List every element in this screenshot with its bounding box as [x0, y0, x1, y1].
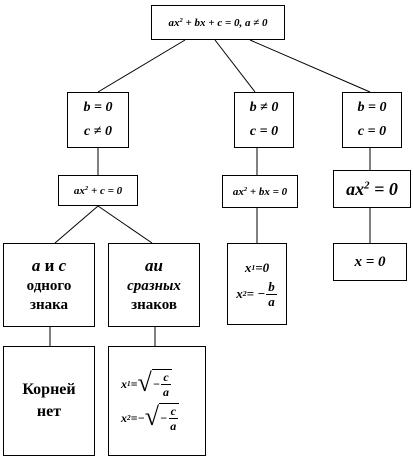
- fraction-numerator-b: b: [266, 278, 277, 295]
- root-diff-x2-var: x: [121, 410, 127, 425]
- eq-b-only-rest: + bx = 0: [247, 185, 288, 198]
- same-sign-line1: a и c: [32, 255, 66, 277]
- radical-sign-icon: √: [144, 402, 159, 431]
- case-c-only-line2: c ≠ 0: [84, 124, 112, 139]
- root-b-x2-eq: = −: [246, 286, 266, 301]
- diff-sign-box: аи сразных знаков: [108, 243, 200, 327]
- eq-c-only-exponent: 2: [84, 184, 89, 192]
- root-diff-x2-sign: −: [137, 410, 145, 425]
- connector-root-to-b-case: [214, 39, 256, 93]
- root-both-zero-box: x = 0: [333, 243, 407, 281]
- eq-c-only-lhs: ax: [73, 184, 85, 197]
- no-roots-line1: Корней: [22, 381, 76, 398]
- case-b-only-line2: c = 0: [249, 124, 279, 139]
- eq-c-only-rest: + c = 0: [88, 184, 123, 197]
- root-both-zero: x = 0: [354, 253, 386, 270]
- sqrt-x1-radicand: − c a: [151, 369, 172, 399]
- root-eq-rest: + bx + c = 0, a ≠ 0: [182, 16, 268, 29]
- root-b-x2-var: x: [236, 286, 243, 301]
- fraction-c-over-a-1: c a: [161, 370, 171, 399]
- fraction-denominator-a: a: [170, 419, 177, 433]
- sqrt-x2-radicand: − c a: [159, 403, 180, 433]
- case-b-only-box: b ≠ 0 c = 0: [234, 92, 294, 148]
- connector-root-to-zero-case: [249, 39, 371, 93]
- eq-c-only: ax2 + c = 0: [74, 185, 122, 197]
- eq-b-only-box: ax2 + bx = 0: [222, 175, 298, 208]
- root-eq-lhs: ax: [168, 16, 180, 29]
- fraction-denominator-a: a: [163, 385, 169, 399]
- no-roots-line2: нет: [36, 403, 62, 420]
- case-c-only-line1: b = 0: [83, 100, 113, 115]
- eq-b-only: ax2 + bx = 0: [233, 186, 287, 198]
- same-sign-a: a: [31, 256, 41, 275]
- root-equation: ax2 + bx + c = 0, a ≠ 0: [168, 17, 267, 29]
- root-diff-x1-eq: =: [130, 376, 138, 391]
- case-b-only-line1: b ≠ 0: [249, 100, 279, 115]
- fraction-b-over-a: b a: [266, 278, 277, 309]
- same-sign-line2: одного: [26, 278, 72, 294]
- eq-both-zero-rest: = 0: [369, 178, 398, 199]
- root-eq-exponent: 2: [179, 16, 183, 24]
- eq-b-only-exponent: 2: [243, 185, 248, 193]
- case-both-zero-line2: c = 0: [357, 124, 387, 139]
- eq-c-only-box: ax2 + c = 0: [58, 175, 138, 206]
- fraction-denominator-a: a: [268, 293, 275, 309]
- sqrt-x1-inner-sign: −: [152, 377, 160, 391]
- fraction-c-over-a-2: c a: [168, 404, 178, 433]
- root-b-x1-value: =0: [255, 259, 270, 275]
- fraction-numerator-c: c: [168, 404, 178, 419]
- root-diff-x2-eq: =: [130, 410, 138, 425]
- sqrt-x2: √ − c a: [145, 403, 180, 433]
- diff-sign-line3: знаков: [131, 297, 177, 313]
- case-both-zero-line1: b = 0: [357, 100, 387, 115]
- radical-sign-icon: √: [137, 368, 152, 397]
- same-sign-c: c: [58, 256, 67, 275]
- diff-sign-line2: сразных: [127, 278, 181, 294]
- eq-both-zero-box: ax2 = 0: [333, 170, 411, 208]
- eq-both-zero: ax2 = 0: [346, 179, 398, 200]
- no-roots-box: Корней нет: [3, 346, 95, 456]
- sqrt-x2-inner-sign: −: [160, 411, 168, 425]
- connector-eq-to-diff-sign: [97, 205, 153, 244]
- case-c-only-box: b = 0 c ≠ 0: [67, 92, 129, 148]
- sqrt-x1: √ − c a: [137, 369, 172, 399]
- eq-both-zero-lhs: ax: [346, 178, 365, 199]
- eq-b-only-lhs: ax: [232, 185, 244, 198]
- root-diff-x1-var: x: [121, 376, 127, 391]
- root-b-x1-var: x: [244, 259, 252, 275]
- case-both-zero-box: b = 0 c = 0: [342, 92, 402, 148]
- connector-root-to-c-case: [97, 39, 186, 93]
- fraction-numerator-c: c: [161, 370, 171, 385]
- connector-eq-to-same-sign: [54, 205, 99, 244]
- same-sign-and: и: [40, 256, 59, 275]
- root-equation-box: ax2 + bx + c = 0, a ≠ 0: [151, 5, 285, 40]
- diff-sign-line1: аи: [145, 256, 163, 275]
- same-sign-line3: знака: [29, 297, 69, 313]
- eq-both-zero-exponent: 2: [364, 179, 370, 192]
- same-sign-box: a и c одного знака: [3, 243, 95, 327]
